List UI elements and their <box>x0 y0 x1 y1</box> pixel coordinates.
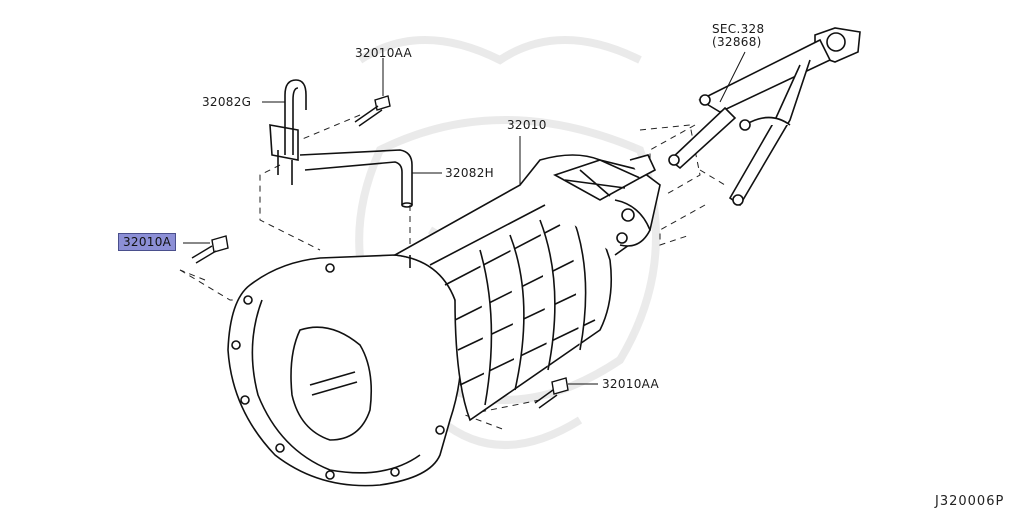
part-label-32010[interactable]: 32010 <box>507 118 547 132</box>
part-label-32010aa-top[interactable]: 32010AA <box>355 46 413 60</box>
section-reference-line1: SEC.328 <box>712 22 765 36</box>
part-label-32082g[interactable]: 32082G <box>202 95 252 109</box>
bolt-top <box>354 95 391 127</box>
bracket-32082g <box>269 79 307 185</box>
part-label-32010aa-bottom[interactable]: 32010AA <box>602 377 660 391</box>
part-label-32082h[interactable]: 32082H <box>445 166 494 180</box>
dashed-guide-lines <box>179 114 726 431</box>
bolt-bottom <box>534 377 569 409</box>
bolt-left <box>191 235 229 264</box>
rear-mount-member <box>668 27 861 207</box>
transmission-case <box>392 154 661 422</box>
section-reference-line2: (32868) <box>712 35 762 49</box>
callout-leaders <box>183 51 746 385</box>
part-label-32010a-selected[interactable]: 32010A <box>118 233 177 251</box>
hose-32082h <box>299 149 413 208</box>
diagram-code: J320006P <box>935 494 1005 509</box>
bellhousing <box>227 254 463 487</box>
